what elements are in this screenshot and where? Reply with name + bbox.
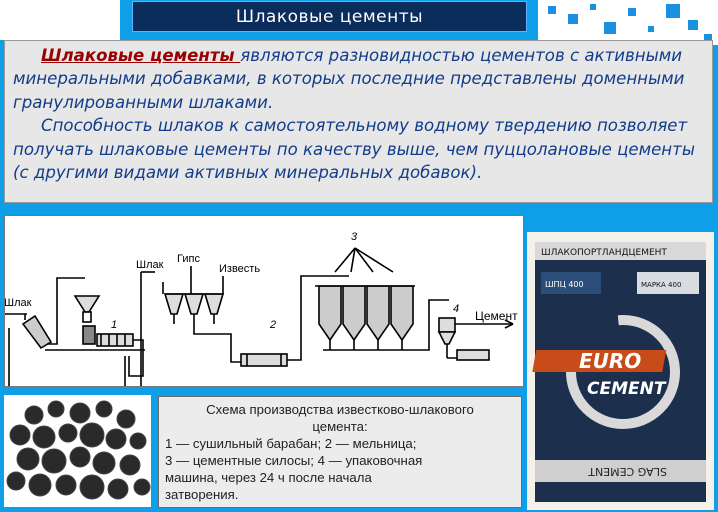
caption-line-4: 3 — цементные силосы; 4 — упаковочная [165,453,423,468]
label-slag-left: Шлак [5,297,32,309]
label-num-4: 4 [453,303,459,315]
paragraph-1: Шлаковые цементы являются разновидностью… [13,44,698,114]
caption-title-line-1: Схема производства известково-шлакового [206,402,474,417]
intro-text-panel: Шлаковые цементы являются разновидностью… [4,40,713,203]
label-slag-top: Шлак [136,259,164,271]
bag-top-text: ШЛАКОПОРТЛАНДЦЕМЕНТ [541,248,667,258]
diagram-caption: Схема производства известково-шлакового … [158,396,522,508]
paragraph-1-text: являются разновидностью цементов с актив… [13,46,685,112]
caption-line-6: затворения. [165,487,239,502]
production-scheme-diagram: Шлак Шлак Гипс Известь Цемент 1 2 3 4 [4,215,524,387]
label-cement: Цемент [475,309,518,323]
cement-bag-photo: ШЛАКОПОРТЛАНДЦЕМЕНТ ШПЦ 400 МАРКА 400 EU… [527,232,714,510]
corner-pattern-left [0,0,120,40]
label-num-3: 3 [351,231,358,243]
caption-line-5: машина, через 24 ч после начала [165,470,372,485]
bag-brand-cement: CEMENT [587,379,667,399]
slag-granules-photo [4,395,151,507]
label-num-2: 2 [269,319,276,331]
paragraph-2: Способность шлаков к самостоятельному во… [13,116,695,183]
caption-line-3: 1 — сушильный барабан; 2 — мельница; [165,436,417,451]
label-gypsum: Гипс [177,253,200,265]
caption-title-line-2: цемента: [312,419,368,434]
bag-grade-right: МАРКА 400 [641,281,681,289]
term-slag-cements: Шлаковые цементы [41,46,241,65]
bag-brand-euro: EURO [579,349,641,373]
slide-title: Шлаковые цементы [132,1,527,32]
bag-bottom-text: SLAG CEMENT [588,465,667,478]
corner-pattern-right [538,0,718,45]
label-num-1: 1 [111,319,117,331]
bag-grade-left: ШПЦ 400 [545,280,584,289]
label-lime: Известь [219,263,260,275]
